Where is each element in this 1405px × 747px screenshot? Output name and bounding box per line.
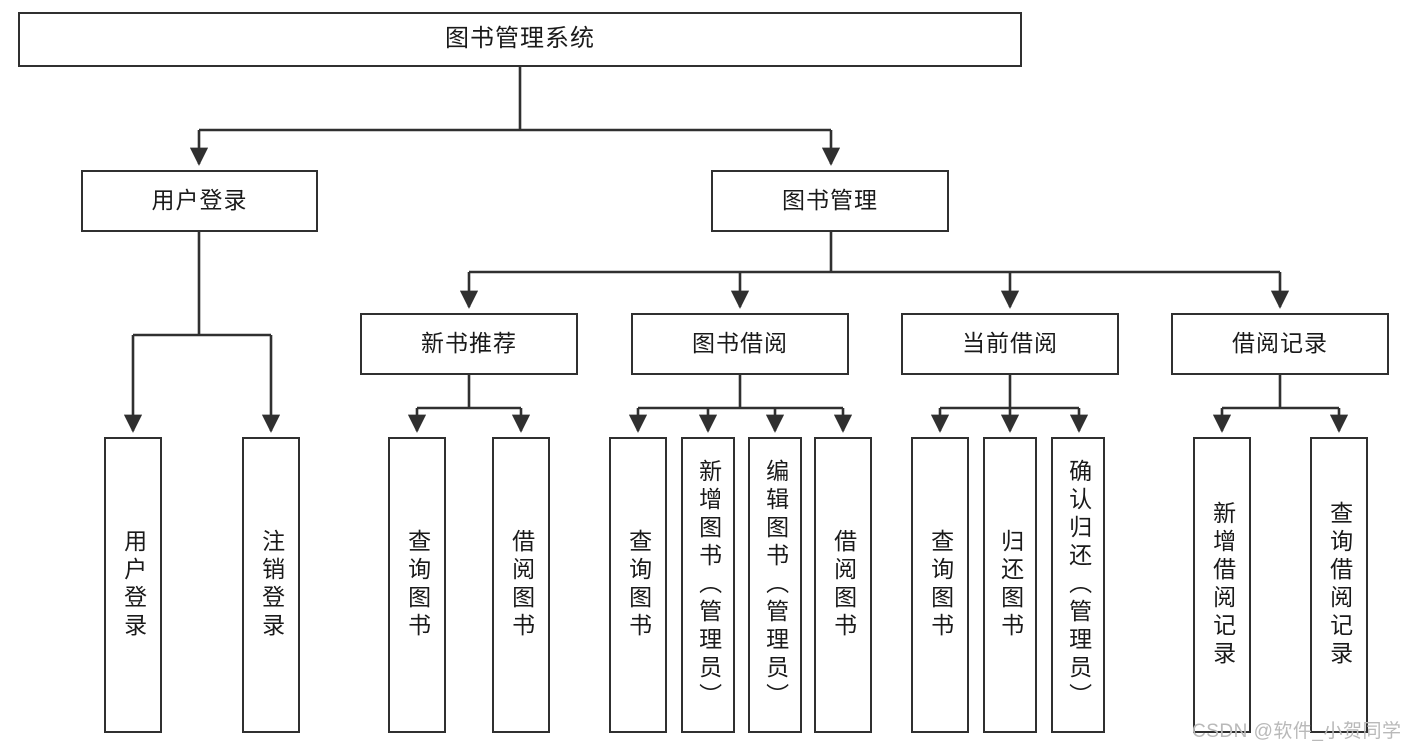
node-label: 图书借阅 — [692, 330, 788, 357]
node-label: 新增借阅记录 — [1209, 501, 1236, 669]
node-book-management[interactable]: 图书管理 — [711, 170, 949, 232]
leaf-book-borrow-query-books[interactable]: 查询图书 — [609, 437, 667, 733]
node-label: 查询图书 — [404, 529, 431, 641]
node-label: 用户登录 — [120, 529, 147, 641]
leaf-user-login-login[interactable]: 用户登录 — [104, 437, 162, 733]
node-label: 图书管理系统 — [445, 25, 595, 53]
node-label: 新书推荐 — [421, 330, 517, 357]
leaf-current-borrow-return-books[interactable]: 归还图书 — [983, 437, 1037, 733]
leaf-current-borrow-query-books[interactable]: 查询图书 — [911, 437, 969, 733]
node-label: 编辑图书（管理员） — [762, 459, 789, 711]
node-label: 借阅记录 — [1232, 330, 1328, 357]
node-label: 确认归还（管理员） — [1065, 459, 1092, 711]
node-new-book-recommendation[interactable]: 新书推荐 — [360, 313, 578, 375]
node-label: 查询图书 — [927, 529, 954, 641]
leaf-user-login-logout[interactable]: 注销登录 — [242, 437, 300, 733]
node-root-book-management-system[interactable]: 图书管理系统 — [18, 12, 1022, 67]
node-label: 当前借阅 — [962, 330, 1058, 357]
node-user-login[interactable]: 用户登录 — [81, 170, 318, 232]
node-label: 用户登录 — [151, 187, 248, 214]
leaf-borrow-record-query-record[interactable]: 查询借阅记录 — [1310, 437, 1368, 733]
node-label: 注销登录 — [258, 529, 285, 641]
node-label: 图书管理 — [782, 187, 878, 214]
node-label: 查询图书 — [625, 529, 652, 641]
node-book-borrow[interactable]: 图书借阅 — [631, 313, 849, 375]
watermark-text: CSDN @软件_小贺同学 — [1192, 721, 1402, 742]
leaf-new-book-borrow-books[interactable]: 借阅图书 — [492, 437, 550, 733]
leaf-current-borrow-confirm-return-admin[interactable]: 确认归还（管理员） — [1051, 437, 1105, 733]
leaf-new-book-query-books[interactable]: 查询图书 — [388, 437, 446, 733]
node-label: 归还图书 — [997, 529, 1024, 641]
node-label: 新增图书（管理员） — [695, 459, 722, 711]
leaf-borrow-record-add-record[interactable]: 新增借阅记录 — [1193, 437, 1251, 733]
node-label: 查询借阅记录 — [1326, 501, 1353, 669]
leaf-book-borrow-borrow-books[interactable]: 借阅图书 — [814, 437, 872, 733]
node-label: 借阅图书 — [830, 529, 857, 641]
node-borrow-record[interactable]: 借阅记录 — [1171, 313, 1389, 375]
leaf-book-borrow-add-book-admin[interactable]: 新增图书（管理员） — [681, 437, 735, 733]
leaf-book-borrow-edit-book-admin[interactable]: 编辑图书（管理员） — [748, 437, 802, 733]
node-current-borrow[interactable]: 当前借阅 — [901, 313, 1119, 375]
node-label: 借阅图书 — [508, 529, 535, 641]
